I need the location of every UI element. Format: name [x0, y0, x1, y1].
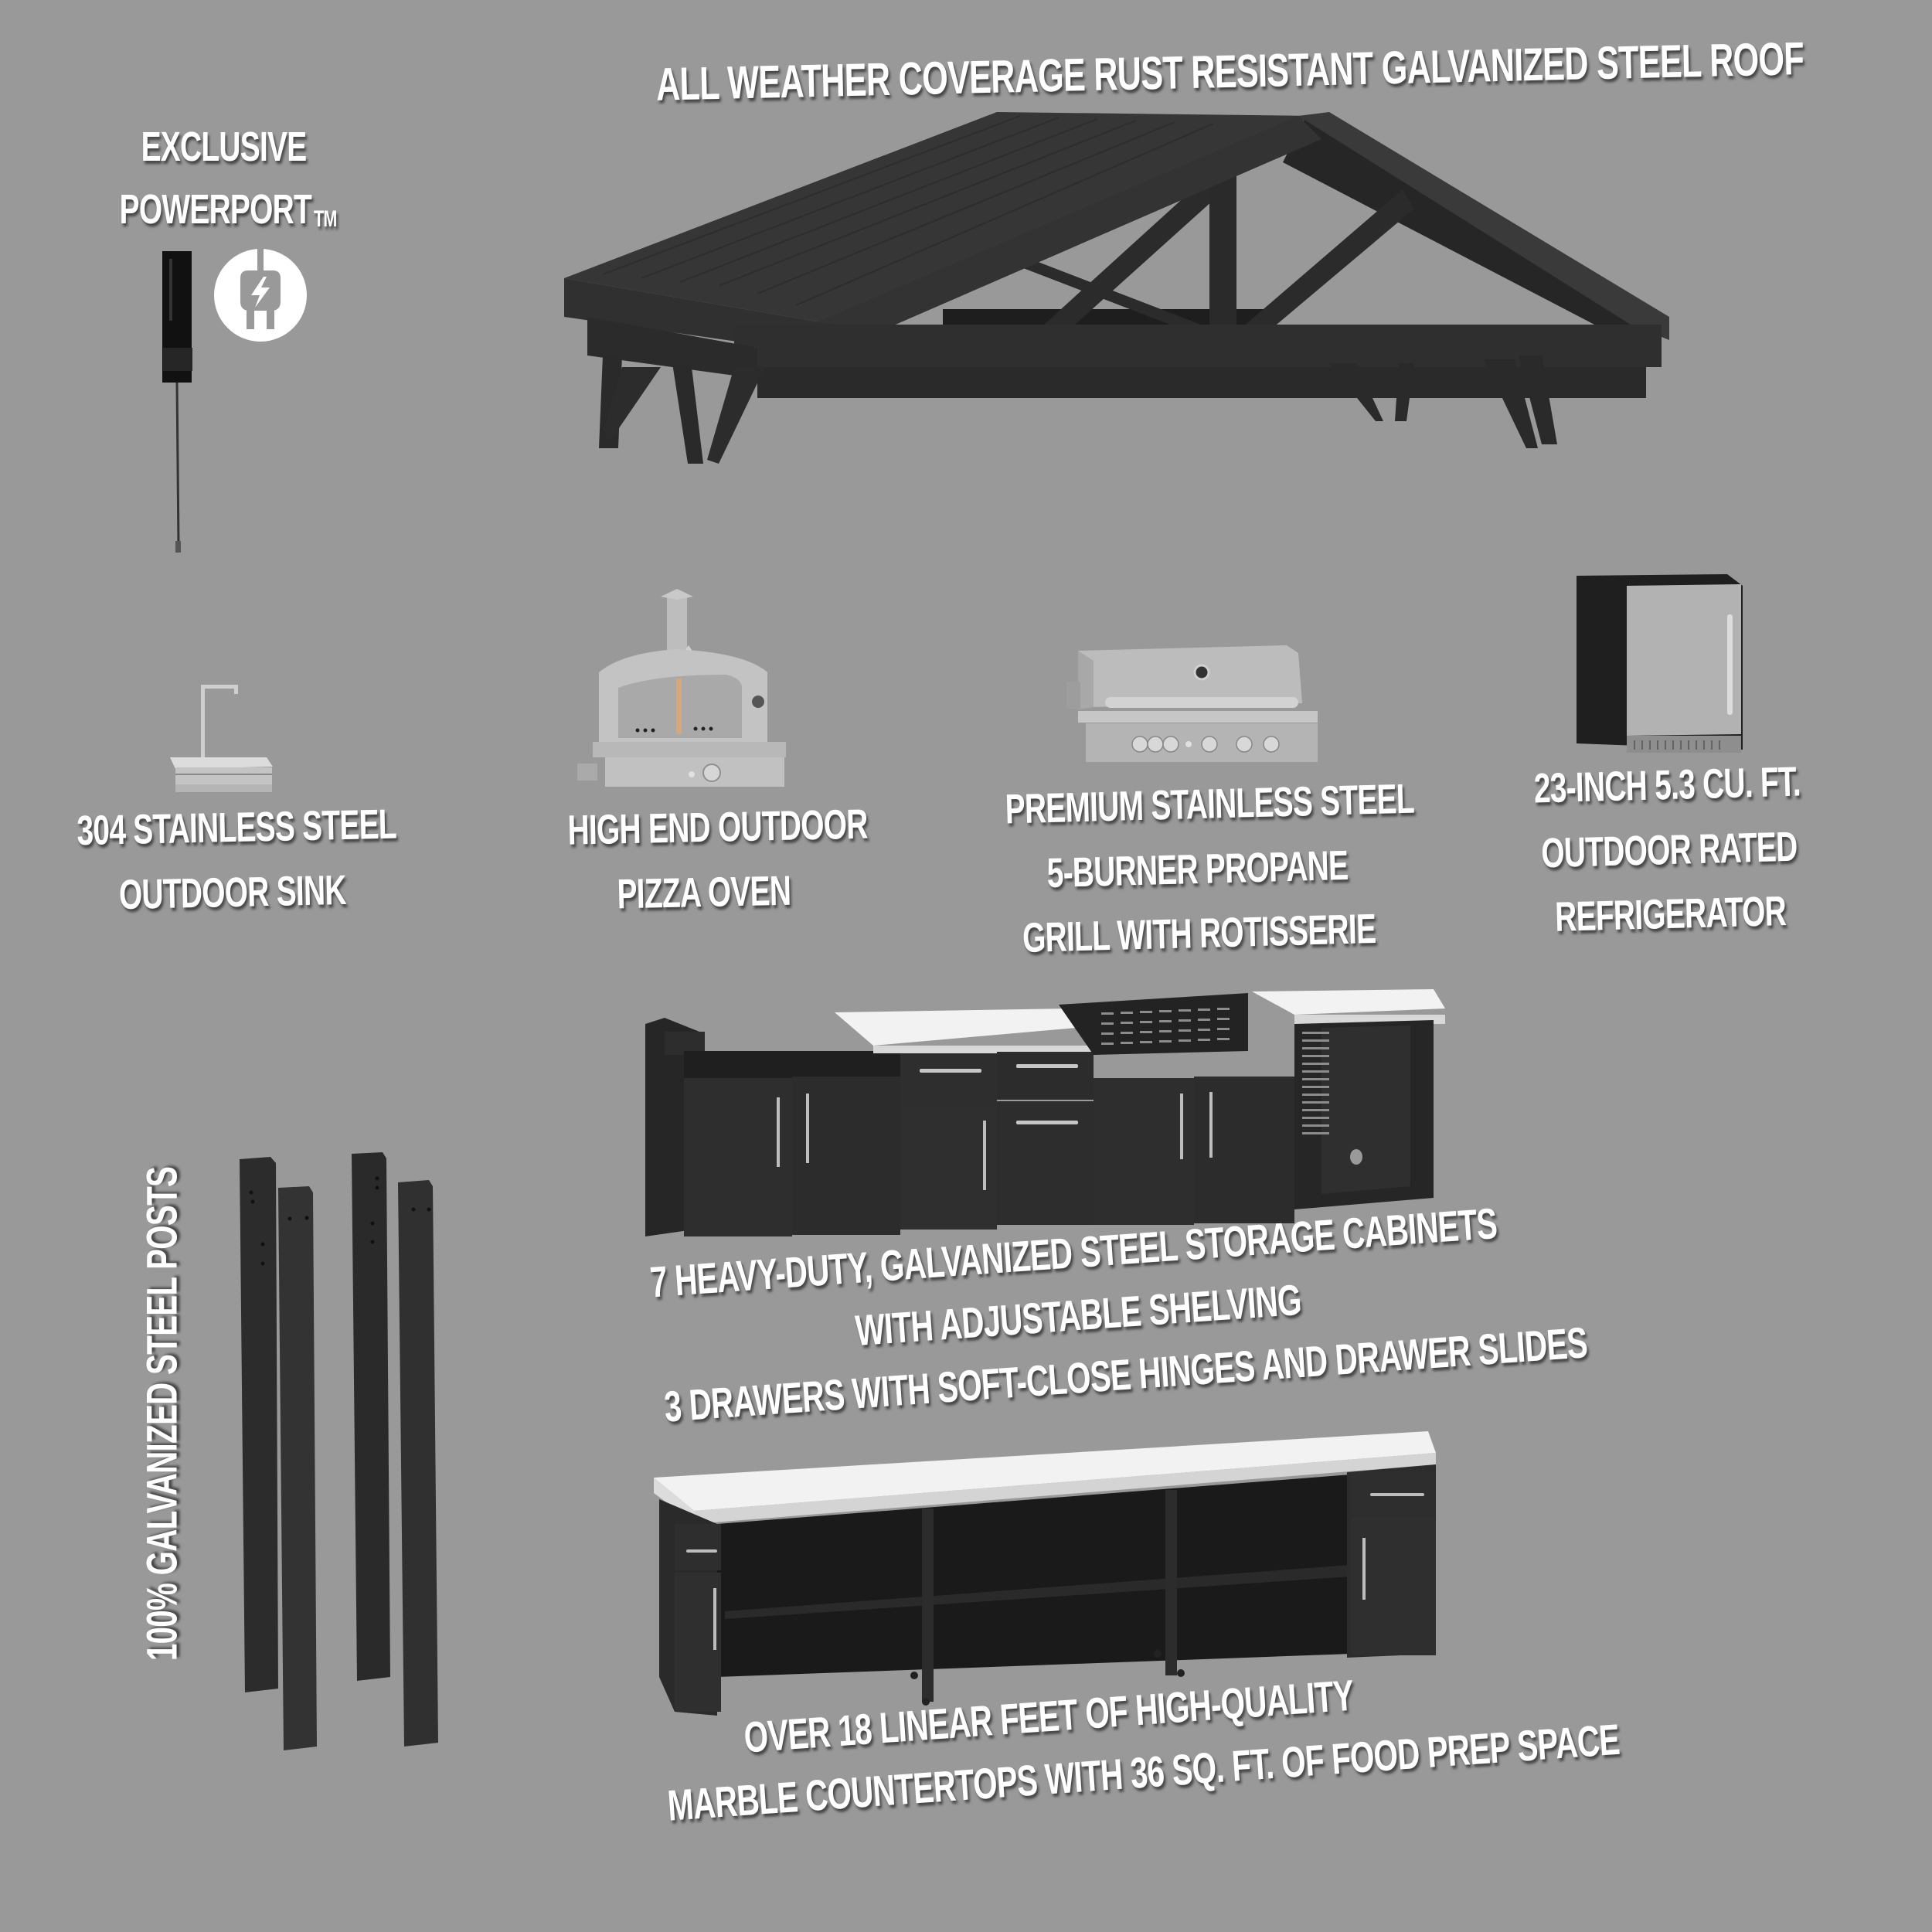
- powerport-label: EXCLUSIVE POWERPORTTM: [119, 124, 338, 233]
- sink-icon: [170, 685, 273, 792]
- cabinet-run-icon: [645, 989, 1445, 1236]
- gable-roof-icon: [564, 112, 1669, 464]
- plug-lightning-icon: [214, 247, 307, 342]
- pizza-oven-label: HIGH END OUTDOOR PIZZA OVEN: [566, 801, 869, 918]
- steel-post-icon: [240, 1152, 438, 1750]
- power-outlet-device-icon: [162, 251, 192, 553]
- pizza-oven-icon: [577, 589, 786, 787]
- posts-label: 100% GALVANIZED STEEL POSTS: [137, 1166, 186, 1662]
- sink-label: 304 STAINLESS STEEL OUTDOOR SINK: [76, 801, 397, 918]
- grill-icon: [1066, 645, 1318, 762]
- bar-counter-icon: [654, 1431, 1436, 1716]
- refrigerator-icon: [1577, 574, 1743, 753]
- grill-label: PREMIUM STAINLESS STEEL 5-BURNER PROPANE…: [1004, 775, 1415, 962]
- refrigerator-label: 23-INCH 5.3 CU. FT. OUTDOOR RATED REFRIG…: [1533, 758, 1801, 941]
